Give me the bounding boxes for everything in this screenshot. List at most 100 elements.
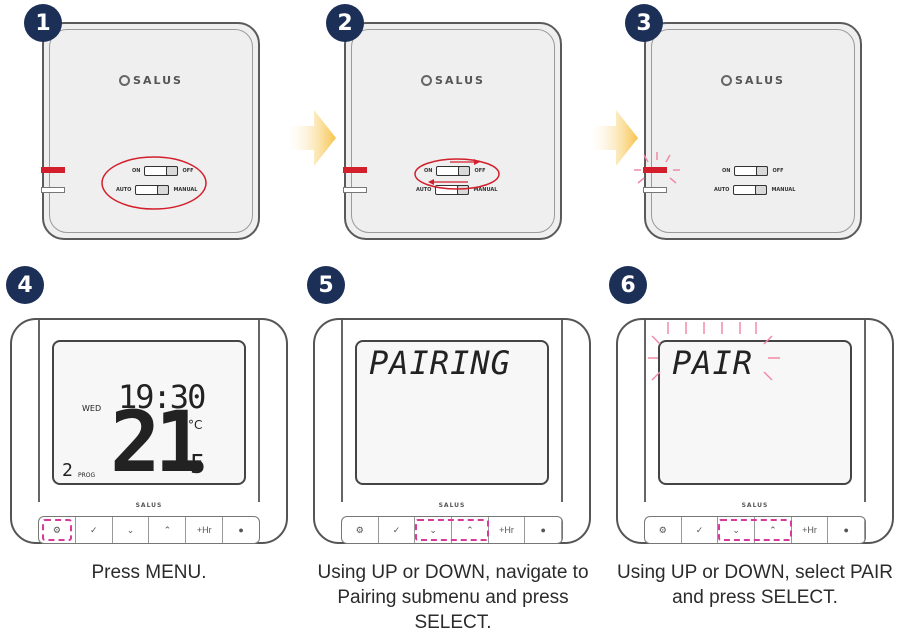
receiver-2-on-off-switch[interactable]: ON OFF — [424, 166, 486, 176]
menu-button[interactable]: ⚙ — [39, 517, 76, 543]
step-badge-2: 2 — [326, 4, 364, 42]
receiver-3-white-led — [643, 187, 667, 193]
caption-line-2: and press SELECT. — [672, 587, 838, 608]
receiver-1-white-led — [41, 187, 65, 193]
thermostat-4: WED 19:30 21 °C 5 2 PROG SALUS ⚙ ✓ ⌄ ⌃ +… — [10, 318, 288, 544]
receiver-3-logo: SALUS — [646, 74, 860, 87]
thermostat-4-frame — [38, 320, 260, 502]
switch-track[interactable] — [734, 166, 769, 176]
switch-knob[interactable] — [755, 185, 768, 195]
power-button[interactable]: ● — [525, 517, 562, 543]
lcd-temperature-decimal: 5 — [190, 450, 206, 480]
brand-text: SALUS — [735, 74, 785, 87]
down-button[interactable]: ⌄ — [415, 517, 453, 543]
caption-line-1: Using UP or DOWN, navigate to — [317, 562, 589, 583]
arrow-right-icon — [590, 110, 638, 166]
receiver-1-on-off-switch[interactable]: ON OFF — [132, 166, 194, 176]
check-icon: ✓ — [695, 524, 704, 535]
switch-knob[interactable] — [756, 166, 769, 176]
caption-step-4: Press MENU. — [10, 560, 288, 585]
brand-text: SALUS — [438, 502, 466, 509]
thermostat-4-lcd: WED 19:30 21 °C 5 2 PROG — [52, 340, 246, 485]
highlight-ellipse — [414, 158, 500, 190]
lcd-pair-text: PAIR — [672, 344, 754, 382]
salus-logo-icon — [721, 75, 733, 86]
step-badge-4: 4 — [6, 266, 44, 304]
select-button[interactable]: ✓ — [682, 517, 719, 543]
thermostat-4-buttons: ⚙ ✓ ⌄ ⌃ +Hr ● — [38, 516, 260, 544]
lcd-program-label: PROG — [78, 472, 96, 479]
switch-track[interactable] — [135, 185, 170, 195]
gear-icon: ⚙ — [355, 524, 364, 535]
receiver-1-logo: SALUS — [44, 74, 258, 87]
highlight-box — [718, 519, 792, 541]
thermostat-5: PAIRING SALUS ⚙ ✓ ⌄ ⌃ +Hr ● — [313, 318, 591, 544]
receiver-3-bezel — [651, 29, 855, 233]
lcd-time: 19:30 — [118, 378, 206, 416]
menu-button[interactable]: ⚙ — [645, 517, 682, 543]
power-icon: ● — [843, 525, 849, 535]
switch-track[interactable] — [436, 166, 471, 176]
receiver-3: SALUS ON OFF AUTO MANUAL — [634, 22, 862, 240]
lcd-unit: °C — [188, 418, 203, 432]
switch-on-label: ON — [722, 168, 731, 174]
brand-text: SALUS — [435, 74, 485, 87]
step-badge-6: 6 — [609, 266, 647, 304]
switch-track[interactable] — [435, 185, 470, 195]
receiver-3-auto-manual-switch[interactable]: AUTO MANUAL — [714, 185, 795, 195]
highlight-ellipse — [101, 156, 207, 210]
receiver-3-on-off-switch[interactable]: ON OFF — [722, 166, 784, 176]
receiver-2-auto-manual-switch[interactable]: AUTO MANUAL — [416, 185, 497, 195]
chevron-up-icon: ⌃ — [769, 524, 777, 535]
thermostat-6: PAIR SALUS ⚙ ✓ ⌄ ⌃ +Hr ● — [616, 318, 894, 544]
select-button[interactable]: ✓ — [76, 517, 113, 543]
power-button[interactable]: ● — [828, 517, 865, 543]
thermostat-5-frame — [341, 320, 563, 502]
select-button[interactable]: ✓ — [379, 517, 416, 543]
brand-text: SALUS — [741, 502, 769, 509]
highlight-box — [415, 519, 489, 541]
switch-on-label: ON — [132, 168, 141, 174]
switch-knob[interactable] — [458, 166, 471, 176]
down-button[interactable]: ⌄ — [718, 517, 756, 543]
chevron-up-icon: ⌃ — [466, 524, 474, 535]
plus-hour-button[interactable]: +Hr — [489, 517, 526, 543]
switch-auto-label: AUTO — [416, 187, 432, 193]
receiver-2-logo: SALUS — [346, 74, 560, 87]
switch-track[interactable] — [733, 185, 768, 195]
chevron-down-icon: ⌄ — [732, 524, 740, 535]
step-badge-5: 5 — [307, 266, 345, 304]
receiver-2-red-led — [343, 167, 367, 173]
switch-manual-label: MANUAL — [771, 187, 796, 193]
switch-track[interactable] — [144, 166, 179, 176]
switch-knob[interactable] — [157, 185, 170, 195]
receiver-2-bezel — [351, 29, 555, 233]
plus-hour-label: +Hr — [196, 525, 212, 535]
thermostat-6-logo: SALUS — [618, 502, 892, 509]
plus-hour-button[interactable]: +Hr — [792, 517, 829, 543]
switch-knob[interactable] — [457, 185, 470, 195]
plus-hour-label: +Hr — [499, 525, 514, 535]
down-button[interactable]: ⌄ — [113, 517, 150, 543]
switch-knob[interactable] — [166, 166, 179, 176]
lcd-pairing-text: PAIRING — [369, 344, 511, 382]
up-button[interactable]: ⌃ — [149, 517, 187, 543]
caption-line-1: Using UP or DOWN, select PAIR — [617, 562, 893, 583]
plus-hour-button[interactable]: +Hr — [186, 517, 224, 543]
switch-off-label: OFF — [772, 168, 784, 174]
power-button[interactable]: ● — [223, 517, 259, 543]
menu-button[interactable]: ⚙ — [342, 517, 379, 543]
receiver-3-red-led — [643, 167, 667, 173]
receiver-2-white-led — [343, 187, 367, 193]
switch-auto-label: AUTO — [116, 187, 132, 193]
lcd-day: WED — [82, 404, 102, 413]
switch-manual-label: MANUAL — [173, 187, 198, 193]
chevron-down-icon: ⌄ — [429, 524, 437, 535]
receiver-1: SALUS ON OFF AUTO MANUAL — [41, 22, 260, 240]
step-badge-3: 3 — [625, 4, 663, 42]
receiver-1-auto-manual-switch[interactable]: AUTO MANUAL — [116, 185, 197, 195]
brand-text: SALUS — [133, 74, 183, 87]
brand-text: SALUS — [135, 502, 163, 509]
switch-manual-label: MANUAL — [473, 187, 498, 193]
caption-step-5: Using UP or DOWN, navigate to Pairing su… — [298, 560, 608, 635]
